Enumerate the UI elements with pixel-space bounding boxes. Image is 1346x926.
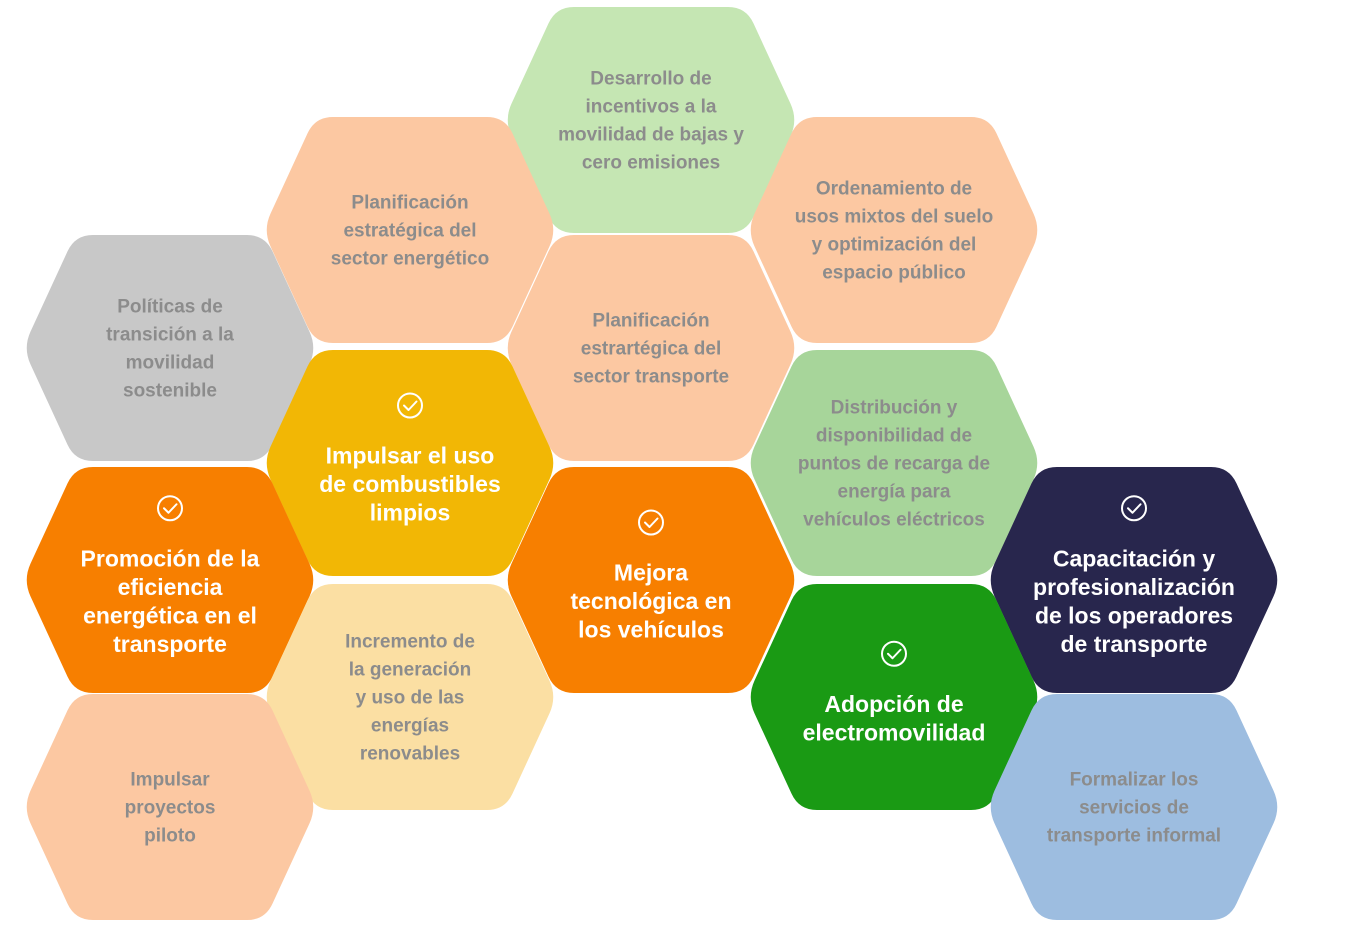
hexagon-label-line: de los operadores [1035,602,1233,628]
hexagon-formalizar-servicios: Formalizar los servicios de transporte inf… [990,694,1278,920]
hexagon-label-line: electromovilidad [803,719,986,745]
hexagon-label-line: movilidad de bajas y [558,125,744,146]
check-circle-icon [881,640,907,667]
check-circle-icon [157,495,183,522]
hexagon-label-line: energética en el [83,602,257,628]
hexagon-ordenamiento-suelo: Ordenamiento de usos mixtos del suelo y op… [750,117,1038,343]
hexagon-planificacion-transporte: Planificación estrartégica del sector tran… [507,235,795,461]
hexagon-label-line: Distribución y [831,398,958,419]
hexagon-label-line: Impulsar el uso [326,443,495,469]
hexagon-label-line: Políticas de [117,297,223,318]
hexagon-label-line: Impulsar [130,770,210,791]
hexagon-label-line: incentivos a la [586,97,717,118]
hexagon-label-line: Adopción de [824,691,963,717]
hexagon-shape [266,584,554,810]
hexagon-label-line: Desarrollo de [590,69,711,90]
hexagon-label-line: espacio público [822,263,966,284]
hexagon-shape [990,694,1278,920]
hexagon-shape [266,117,554,343]
hexagon-shape [507,467,795,693]
hexagon-label-line: Planificación [592,311,709,332]
check-circle-icon [1121,495,1147,522]
hexagon-label-line: Promoción de la [81,545,260,571]
hexagon-shape [266,350,554,576]
hexagon-label-line: Ordenamiento de [816,179,972,200]
hexagon-label-line: de combustibles [319,471,500,497]
hexagon-label-line: Capacitación y [1053,545,1216,571]
check-circle-icon [638,509,664,536]
hexagon-politicas-transicion: Políticas de transición a la movilidad sost… [26,235,314,461]
hexagon-label-line: transporte informal [1047,826,1221,847]
hexagon-distribucion-recarga: Distribución y disponibilidad de puntos de… [750,350,1038,576]
hexagon-label-line: sostenible [123,381,217,402]
hexagon-label-line: limpios [370,500,451,526]
hexagon-impulsar-piloto: Impulsar proyectos piloto [26,694,314,920]
hexagon-shape [507,7,795,233]
hexagon-label-line: proyectos [125,798,216,819]
hexagon-label-line: y uso de las [356,688,465,709]
hexagon-label-line: transporte [113,631,227,657]
hexagon-label-line: transición a la [106,325,234,346]
hexagon-desarrollo-incentivos: Desarrollo de incentivos a la movilidad de… [507,7,795,233]
hexagon-label-line: piloto [144,826,196,847]
hexagon-label-line: los vehículos [578,617,724,643]
hexagon-label-line: movilidad [126,353,215,374]
hexagon-label-line: estratégica del [343,221,476,242]
hexagon-label-line: profesionalización [1033,574,1235,600]
hexagon-label-line: estrartégica del [581,339,721,360]
hexagon-label-line: cero emisiones [582,153,720,174]
hexagon-label-line: y optimización del [812,235,977,256]
hexagon-label-line: Formalizar los [1070,770,1199,791]
hexagon-label-line: renovables [360,744,460,765]
hexagon-shape [750,350,1038,576]
hexagon-shape [507,235,795,461]
hexagon-incremento-renovables: Incremento de la generación y uso de las en… [266,584,554,810]
check-circle-icon [397,392,423,419]
hexagon-label-line: energías [371,716,449,737]
hexagon-label-line: disponibilidad de [816,426,972,447]
hexagon-label-line: la generación [349,660,472,681]
hexagon-shape [26,467,314,693]
hexagon-label-line: eficiencia [118,574,223,600]
hexagon-label-line: Planificación [351,193,468,214]
hexagon-shape [26,694,314,920]
hexagon-label-line: Mejora [614,560,688,586]
hexagon-label-line: usos mixtos del suelo [795,207,994,228]
hexagon-label-line: energía para [838,482,951,503]
hexagon-label-line: de transporte [1061,631,1208,657]
hexagon-shape [990,467,1278,693]
hexagon-planificacion-energetico: Planificación estratégica del sector energ… [266,117,554,343]
hexagon-shape [750,584,1038,810]
hexagon-label-line: servicios de [1079,798,1189,819]
hexagon-label-line: vehículos eléctricos [803,510,985,531]
hexagon-label-line: Incremento de [345,632,475,653]
hexagon-label-line: puntos de recarga de [798,454,990,475]
hexagon-label-line: sector energético [331,249,489,270]
hexagon-label-line: sector transporte [573,367,729,388]
hexagon-shape [750,117,1038,343]
hexagon-label-line: tecnológica en [570,588,731,614]
hexagon-shape [26,235,314,461]
